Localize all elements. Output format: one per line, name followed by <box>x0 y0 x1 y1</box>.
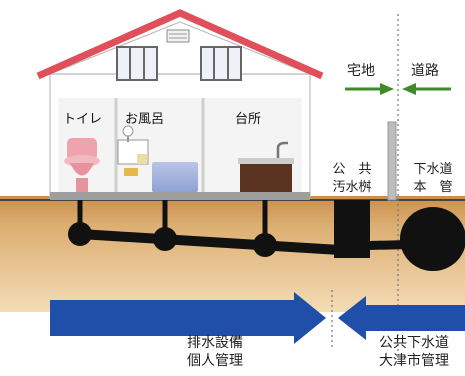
road-label: 道路 <box>411 63 439 79</box>
room-label-toilet: トイレ <box>63 112 103 127</box>
main-sewer-label-2: 本 管 <box>413 180 453 195</box>
vent-icon <box>166 29 190 43</box>
drain-pipe <box>75 229 345 255</box>
bathtub-icon <box>117 125 198 192</box>
public-section-label-2: 大津市管理 <box>379 353 449 369</box>
pole <box>387 121 397 201</box>
public-basin-label-2: 汚水桝 <box>332 180 372 195</box>
public-section-label-1: 公共下水道 <box>379 335 449 351</box>
private-section-label-2: 個人管理 <box>187 353 243 369</box>
main-sewer-label-1: 下水道 <box>413 162 453 177</box>
manhole-icon <box>334 200 370 258</box>
house <box>36 9 324 200</box>
room-label-bath: お風呂 <box>125 112 165 127</box>
gable <box>49 21 311 75</box>
room-label-kitchen: 台所 <box>235 112 262 127</box>
sewer-pipe-icon <box>400 207 465 271</box>
toilet-icon <box>64 138 100 192</box>
roof <box>36 9 324 80</box>
private-section-arrow <box>50 292 326 344</box>
public-section-arrow <box>338 296 465 340</box>
window-icon <box>116 46 158 81</box>
ground <box>0 196 465 312</box>
window-icon <box>200 46 242 81</box>
boundary-arrows <box>345 83 451 95</box>
private-section-label-1: 排水設備 <box>187 335 243 351</box>
kitchen-sink-icon <box>238 141 294 192</box>
private-land-label: 宅地 <box>347 63 375 79</box>
floor-slab <box>50 192 310 200</box>
public-basin-label-1: 公 共 <box>332 162 372 177</box>
